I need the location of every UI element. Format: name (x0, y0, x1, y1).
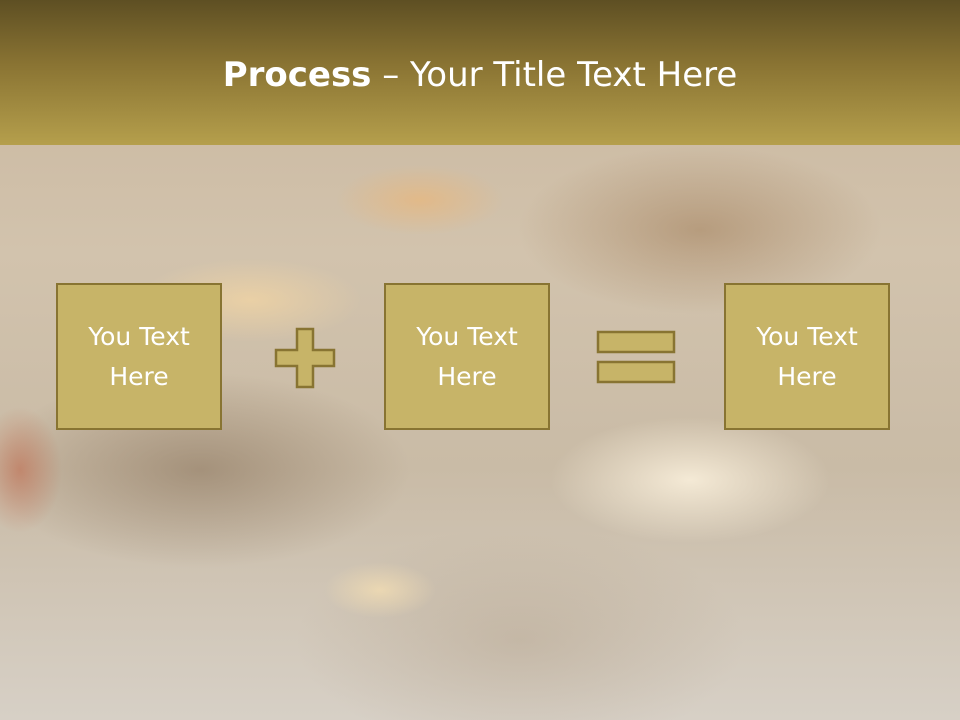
title-rest: – Your Title Text Here (371, 55, 738, 95)
slide-title: Process – Your Title Text Here (0, 52, 960, 98)
box-line-2: Here (437, 361, 497, 391)
box-line-2: Here (777, 361, 837, 391)
plus-icon (274, 327, 336, 389)
title-bold: Process (222, 55, 372, 95)
process-box-2: You Text Here (384, 283, 550, 430)
box-line-1: You Text (756, 321, 858, 351)
title-bar: Process – Your Title Text Here (0, 0, 960, 145)
equals-icon (596, 330, 676, 384)
process-box-1: You Text Here (56, 283, 222, 430)
box-line-2: Here (109, 361, 169, 391)
process-box-3: You Text Here (724, 283, 890, 430)
box-line-1: You Text (88, 321, 190, 351)
box-line-1: You Text (416, 321, 518, 351)
